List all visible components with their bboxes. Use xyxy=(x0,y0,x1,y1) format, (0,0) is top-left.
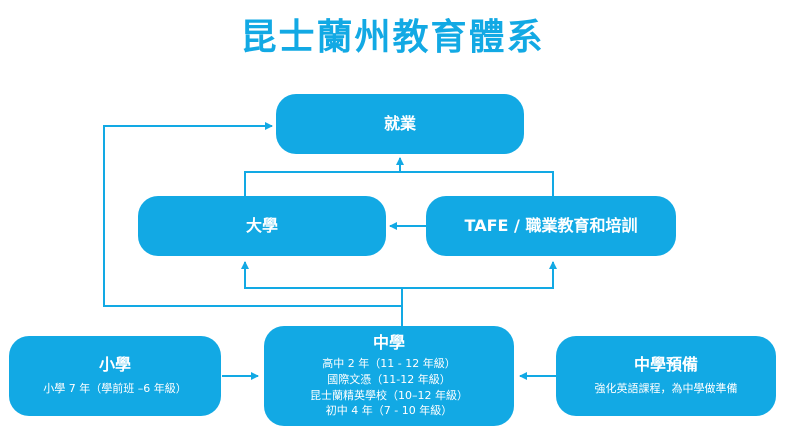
page-title: 昆士蘭州教育體系 xyxy=(240,17,545,58)
arrow-secondary-to-employment xyxy=(103,122,402,307)
arrow-secondary-to-tafe xyxy=(402,261,557,289)
employment-title: 就業 xyxy=(383,114,416,133)
primary-title: 小學 xyxy=(98,355,131,375)
university-box: 大學 xyxy=(138,196,386,256)
secondary-line: 高中 2 年（11 - 12 年級） xyxy=(322,356,456,370)
secondary-line: 國際文憑（11-12 年級） xyxy=(327,372,451,386)
arrow-secondary-to-university xyxy=(241,261,403,326)
tafe-title: TAFE / 職業教育和培訓 xyxy=(464,216,638,235)
prep-subtitle: 強化英語課程，為中學做準備 xyxy=(594,382,738,396)
prep-title: 中學預備 xyxy=(633,355,698,375)
secondary-line: 初中 4 年（7 - 10 年級） xyxy=(325,404,453,418)
secondary-lines: 高中 2 年（11 - 12 年級） 國際文憑（11-12 年級） 昆士蘭精英學… xyxy=(310,356,468,420)
secondary-title: 中學 xyxy=(372,332,405,352)
university-title: 大學 xyxy=(245,216,278,235)
employment-box: 就業 xyxy=(276,94,524,154)
secondary-box: 中學 高中 2 年（11 - 12 年級） 國際文憑（11-12 年級） 昆士蘭… xyxy=(264,326,514,426)
arrow-to-employment xyxy=(244,158,554,196)
tafe-box: TAFE / 職業教育和培訓 xyxy=(426,196,676,256)
primary-box: 小學 小學 7 年（學前班 –6 年級） xyxy=(9,336,221,416)
secondary-line: 昆士蘭精英學校（10–12 年級） xyxy=(310,388,468,402)
primary-subtitle: 小學 7 年（學前班 –6 年級） xyxy=(43,382,187,396)
prep-box: 中學預備 強化英語課程，為中學做準備 xyxy=(556,336,776,416)
